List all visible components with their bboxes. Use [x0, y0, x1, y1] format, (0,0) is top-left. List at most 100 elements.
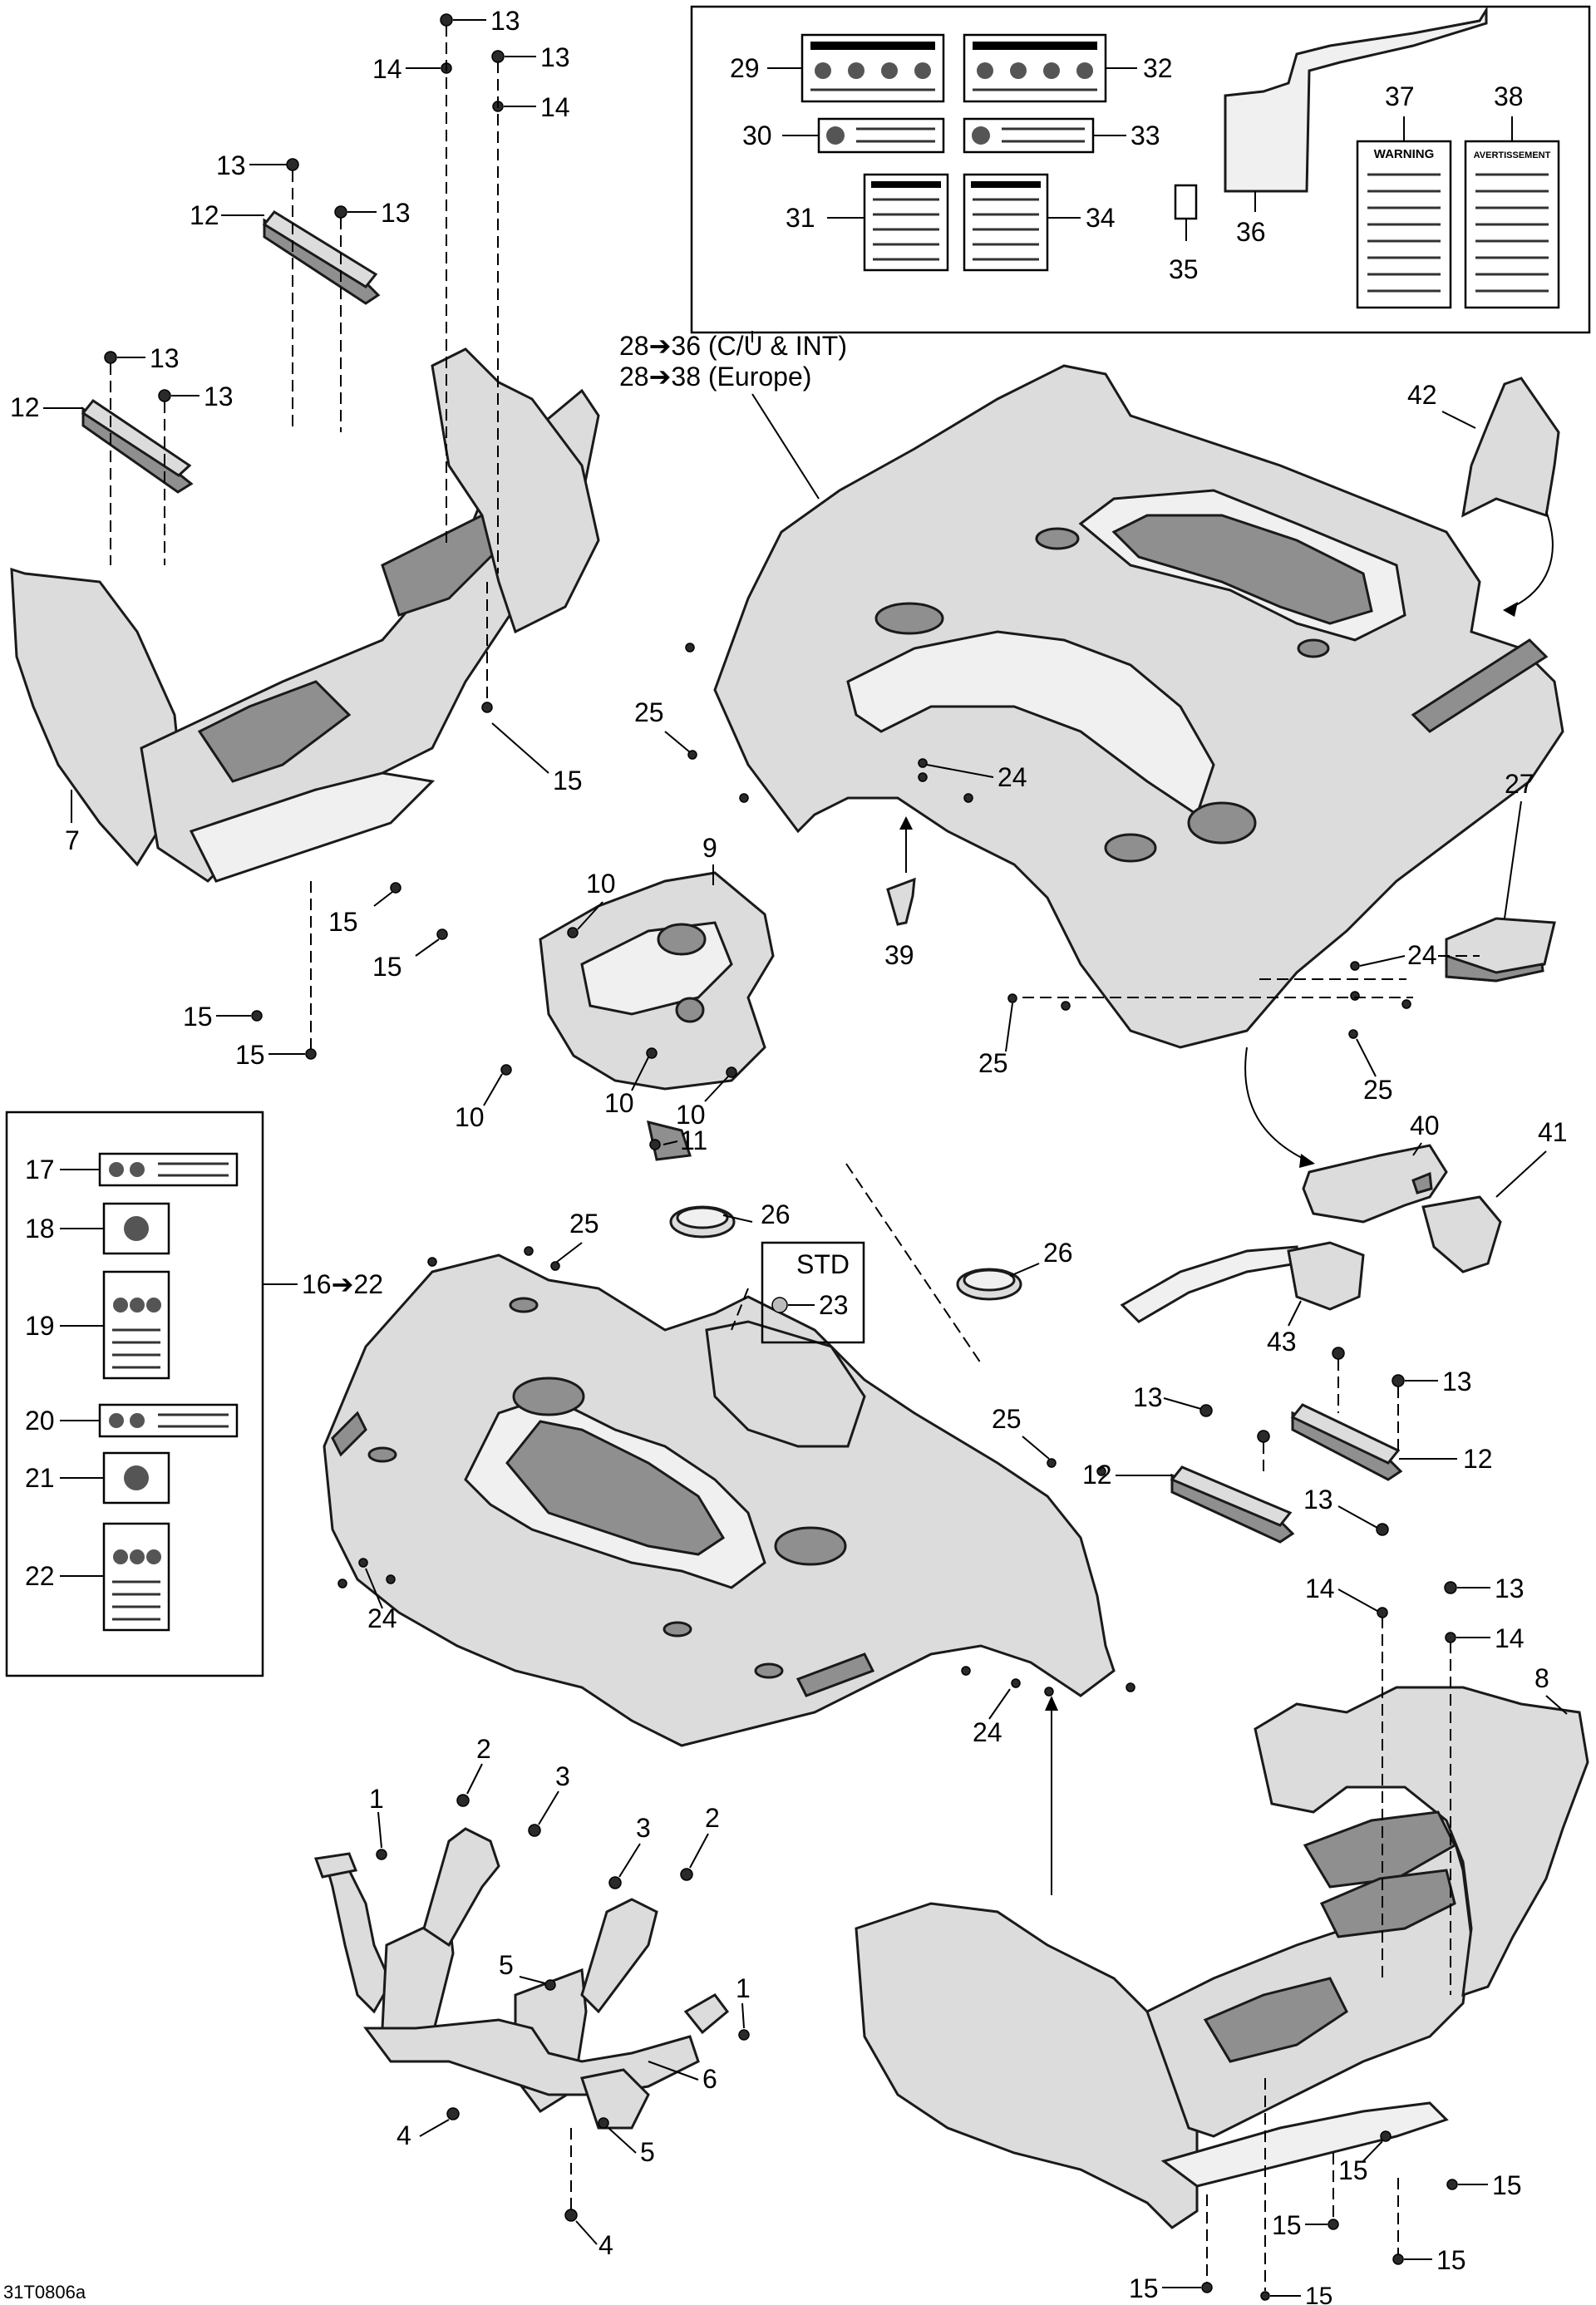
callout-41: 41	[1538, 1117, 1568, 1147]
callout-25-e: 25	[992, 1404, 1022, 1434]
callout-15-c: 15	[372, 952, 402, 982]
callout-25-c: 25	[1363, 1075, 1393, 1105]
callout-37: 37	[1385, 81, 1415, 111]
region-note-cu-int: 28➔36 (C/U & INT)	[619, 331, 847, 361]
callout-13-e: 13	[150, 343, 180, 373]
callout-23: 23	[819, 1290, 849, 1320]
callout-7: 7	[65, 825, 80, 855]
part-43	[1120, 1241, 1365, 1323]
rear-fender-fasteners: 25 24 25 24 25	[634, 643, 1437, 1105]
callout-1-a: 1	[369, 1784, 384, 1814]
callout-24-a: 24	[998, 762, 1027, 792]
footpeg-12-upper-left	[262, 210, 381, 305]
callout-9: 9	[702, 833, 717, 863]
callout-13-b: 13	[540, 42, 570, 72]
callout-13-g: 13	[1442, 1367, 1472, 1396]
footpeg-12-upper-right	[1290, 1403, 1403, 1481]
callout-12-b: 12	[10, 392, 40, 422]
label-38-title: AVERTISSEMENT	[1474, 150, 1551, 160]
front-bumper	[313, 1827, 730, 2130]
footpeg-12-lower-left	[81, 398, 194, 494]
callout-8: 8	[1534, 1663, 1549, 1693]
callout-25-b: 25	[978, 1048, 1008, 1078]
callout-10-d: 10	[676, 1100, 706, 1130]
front-fender-fasteners: 25 24 25 24	[337, 1163, 1135, 1747]
callout-24-d: 24	[973, 1717, 1002, 1747]
decal-kit-box-top	[690, 5, 1591, 334]
callout-21: 21	[25, 1463, 55, 1493]
callout-15-d: 15	[183, 1002, 213, 1032]
callout-15-k: 15	[1305, 2283, 1332, 2305]
callout-13-j: 13	[1495, 1574, 1525, 1603]
callout-10-c: 10	[604, 1088, 634, 1118]
callout-13-c: 13	[216, 150, 246, 180]
callout-36: 36	[1236, 217, 1266, 247]
callout-24-b: 24	[1407, 940, 1437, 970]
callout-26-a: 26	[761, 1199, 791, 1229]
callout-43: 43	[1267, 1327, 1297, 1357]
right-nuts-15: 15 15 15 15 15 15	[1129, 2078, 1522, 2305]
right-fasteners: 13 13 13 14 13 14	[1133, 1347, 1525, 1995]
decal-group-top: WARNING AVERTISSEMENT	[800, 5, 1560, 309]
callout-6: 6	[702, 2064, 717, 2094]
steering-fasteners: 10 10 10 10 11	[455, 869, 737, 1155]
left-fasteners: 13 14 13 14 13 13 13 13	[104, 6, 570, 574]
part-40	[1302, 1144, 1448, 1224]
callout-13-a: 13	[490, 6, 520, 36]
callout-35: 35	[1169, 254, 1199, 284]
rear-fender	[713, 364, 1564, 1049]
callout-14-a: 14	[372, 54, 402, 84]
callout-33: 33	[1130, 121, 1160, 150]
callout-15-g: 15	[1492, 2170, 1522, 2200]
diagram-code: 31T0806a	[3, 2282, 86, 2303]
callout-34: 34	[1086, 203, 1116, 233]
callout-25-d: 25	[569, 1209, 599, 1239]
right-footrest-8	[855, 1686, 1589, 2229]
left-nuts-15: 15 15 15 15 15	[183, 582, 583, 1070]
callout-19: 19	[25, 1311, 55, 1341]
callout-range-16-22: 16➔22	[302, 1269, 383, 1299]
decal-box-left-callouts: 17 18 19 20 21 22 16➔22	[25, 1155, 383, 1591]
decal-group-left	[98, 1152, 239, 1632]
callout-32: 32	[1143, 53, 1173, 83]
part-42	[1461, 377, 1560, 518]
callout-14-c: 14	[1305, 1574, 1335, 1603]
decal-kit-box-left	[5, 1111, 264, 1677]
callout-12-d: 12	[1082, 1460, 1112, 1490]
callout-2-b: 2	[705, 1803, 720, 1833]
callout-13-h: 13	[1133, 1382, 1163, 1412]
callout-10-a: 10	[586, 869, 616, 899]
callout-15-j: 15	[1129, 2273, 1159, 2303]
callout-3-b: 3	[636, 1813, 651, 1843]
callout-14-d: 14	[1495, 1623, 1525, 1653]
decal-strip-36	[1224, 5, 1488, 193]
callout-27: 27	[1505, 769, 1534, 799]
steering-cover-9	[539, 871, 775, 1161]
callout-22: 22	[25, 1561, 55, 1591]
callout-15-e: 15	[235, 1040, 265, 1070]
callout-31: 31	[786, 203, 815, 233]
callout-25-a: 25	[634, 697, 664, 727]
callout-10-b: 10	[455, 1102, 485, 1132]
callout-13-f: 13	[204, 382, 234, 411]
callout-12-a: 12	[190, 200, 219, 230]
callout-38: 38	[1494, 81, 1524, 111]
callout-15-h: 15	[1272, 2210, 1302, 2240]
callout-40: 40	[1410, 1111, 1440, 1140]
part-41	[1421, 1195, 1502, 1273]
std-label: STD	[796, 1249, 850, 1279]
callout-14-b: 14	[540, 92, 570, 122]
callout-5-a: 5	[499, 1950, 514, 1980]
std-box	[761, 1241, 865, 1344]
callout-39: 39	[884, 940, 914, 970]
callout-13-d: 13	[381, 198, 411, 228]
callout-26-b: 26	[1043, 1238, 1073, 1268]
front-fender	[323, 1253, 1116, 1747]
callout-3-a: 3	[555, 1761, 570, 1791]
region-note-europe-visible: 28➔38 (Europe)	[619, 362, 811, 392]
callout-15-a: 15	[553, 766, 583, 795]
callout-13-i: 13	[1303, 1485, 1333, 1515]
part-39	[886, 816, 916, 926]
callout-4-b: 4	[598, 2230, 613, 2260]
